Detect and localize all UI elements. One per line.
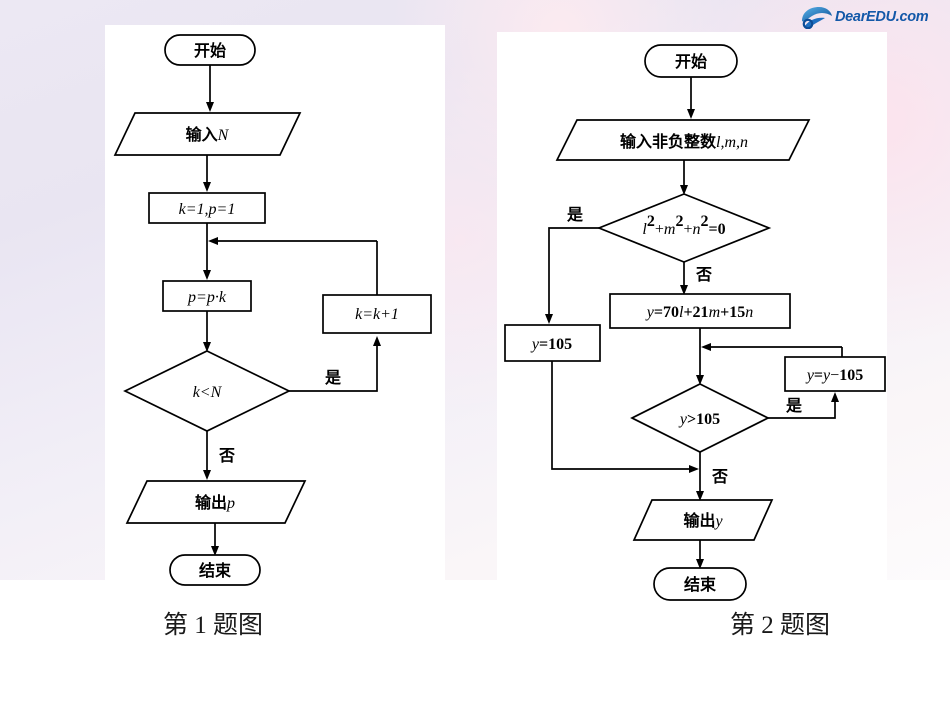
fc2-node-input: 输入非负整数l,m,n — [555, 119, 811, 161]
fc1-node-output: 输出p — [125, 480, 307, 524]
fc2-node-condition-2: y>105 — [630, 383, 770, 453]
fc1-no-label: 否 — [218, 447, 235, 465]
fc1-decision-label: k<N — [193, 384, 223, 401]
fc2-node-output: 输出y — [632, 499, 774, 541]
swoosh-logo-icon — [800, 5, 834, 29]
fc2-condition-1-yes-label: 是 — [566, 206, 583, 224]
fc1-end-label: 结束 — [198, 561, 232, 580]
fc1-start-label: 开始 — [194, 41, 226, 60]
fc2-node-compute: y=70l+21m+15n — [609, 293, 791, 329]
fc1-node-multiply: p=p·k — [162, 280, 252, 312]
flowchart-2: 开始 输入非负整数l,m,n l2+m2+n2=0 — [497, 32, 887, 601]
caption-figure-2: 第 2 题图 — [730, 612, 831, 639]
fc1-node-end: 结束 — [169, 554, 261, 586]
logo-brand-text: DearEDU.com — [835, 9, 929, 25]
fc1-increment-label: k=k+1 — [355, 306, 399, 323]
fc2-node-assign-105: y=105 — [504, 324, 601, 362]
fc2-node-condition-1: l2+m2+n2=0 — [596, 193, 772, 263]
fc2-condition-2-label: y>105 — [678, 411, 720, 428]
fc2-node-start: 开始 — [644, 44, 738, 78]
fc1-init-label: k=1,p=1 — [179, 201, 236, 218]
caption-figure-1: 第 1 题图 — [163, 612, 264, 639]
fc2-node-end: 结束 — [653, 567, 747, 601]
fc2-input-label: 输入非负整数l,m,n — [620, 132, 748, 151]
fc1-node-init: k=1,p=1 — [148, 192, 266, 224]
fc2-compute-label: y=70l+21m+15n — [645, 304, 754, 321]
flowchart-1: 开始 输入N k=1,p=1 — [105, 25, 445, 586]
fc1-multiply-label: p=p·k — [187, 289, 227, 306]
fc1-node-start: 开始 — [164, 34, 256, 66]
fc2-output-label: 输出y — [683, 511, 723, 530]
fc2-condition-2-yes-label: 是 — [785, 397, 802, 415]
fc1-node-increment: k=k+1 — [322, 294, 432, 334]
fc2-start-label: 开始 — [675, 52, 707, 71]
fc2-assign-105-label: y=105 — [530, 336, 572, 353]
fc1-node-input: 输入N — [113, 112, 302, 156]
fc1-node-decision: k<N — [123, 350, 291, 432]
fc2-condition-1-no-label: 否 — [695, 266, 712, 284]
fc1-input-label: 输入N — [186, 125, 230, 144]
fc2-end-label: 结束 — [683, 575, 717, 594]
fc1-output-label: 输出p — [195, 493, 235, 512]
fc2-condition-1-label: l2+m2+n2=0 — [642, 213, 725, 239]
fc1-yes-label: 是 — [324, 369, 341, 387]
fc2-reduce-label: y=y−105 — [805, 367, 863, 384]
fc2-node-reduce: y=y−105 — [784, 356, 886, 392]
dearedu-logo: DearEDU.com — [800, 4, 946, 30]
fc2-condition-2-no-label: 否 — [711, 468, 728, 486]
